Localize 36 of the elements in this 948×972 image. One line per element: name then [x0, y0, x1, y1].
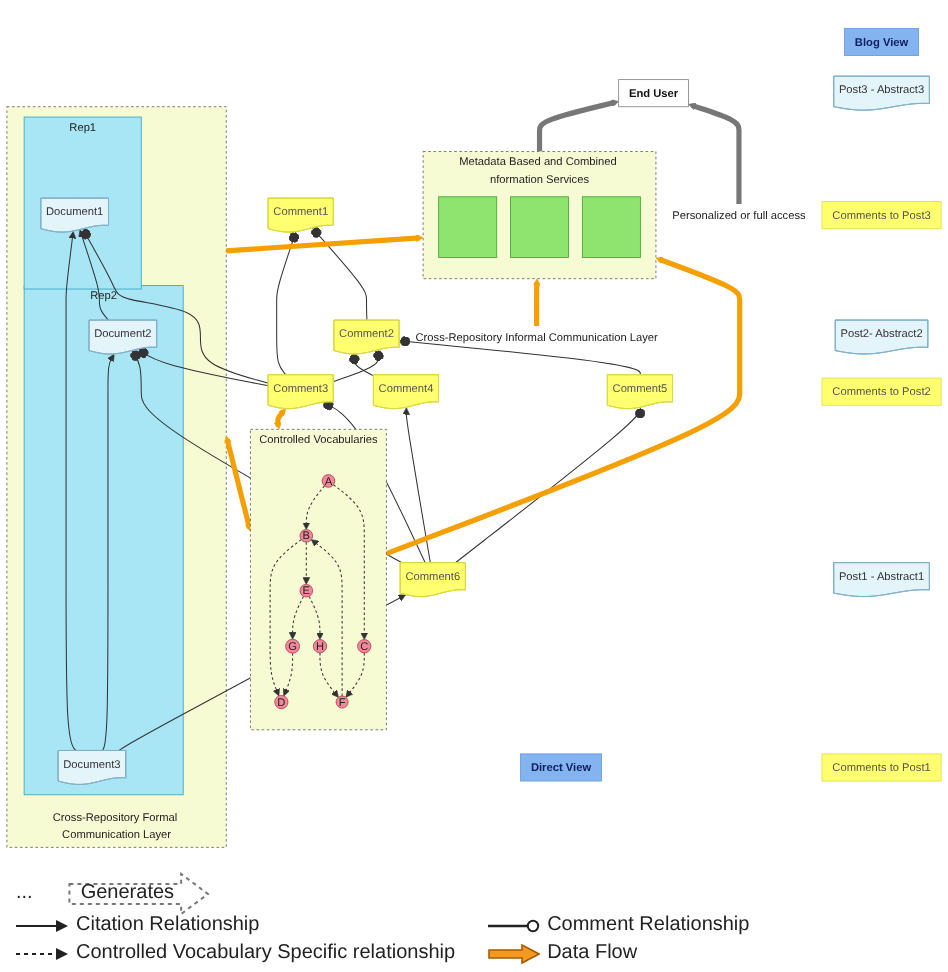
node-box: [438, 196, 498, 258]
node-box: [581, 196, 641, 258]
arrow: [302, 541, 311, 585]
ellipsis-text: ...: [16, 882, 33, 904]
arrow: [282, 652, 294, 697]
legend-label: Comment Relationship: [547, 914, 750, 936]
arrow: [402, 407, 431, 564]
arrow: [536, 99, 619, 153]
arrow: [65, 231, 77, 752]
node-box: [510, 196, 569, 258]
connector: [349, 353, 375, 377]
connector: [138, 347, 270, 387]
legend-label: Data Flow: [547, 942, 638, 964]
arrow: [302, 485, 325, 530]
arrow: [78, 229, 110, 321]
legend-label: Citation Relationship: [76, 914, 260, 936]
arrow: [288, 595, 304, 640]
arrow: [688, 102, 742, 205]
arrow: [308, 595, 324, 640]
connector: [80, 228, 270, 384]
arrow: [273, 408, 287, 430]
arrow: [345, 652, 365, 698]
arrow: [532, 278, 541, 327]
connector: [454, 407, 646, 564]
arrow-label: Generates: [80, 882, 175, 904]
connector: [333, 350, 384, 382]
legend-label: Controlled Vocabulary Specific relationship: [76, 942, 456, 964]
arrow: [319, 652, 339, 698]
arrow: [224, 435, 253, 532]
arrow: [385, 256, 743, 557]
arrow: [332, 484, 369, 640]
connector: [399, 336, 641, 376]
arrow: [226, 234, 424, 254]
connector: [276, 231, 300, 376]
arrow: [101, 354, 115, 752]
connector: [311, 227, 368, 321]
